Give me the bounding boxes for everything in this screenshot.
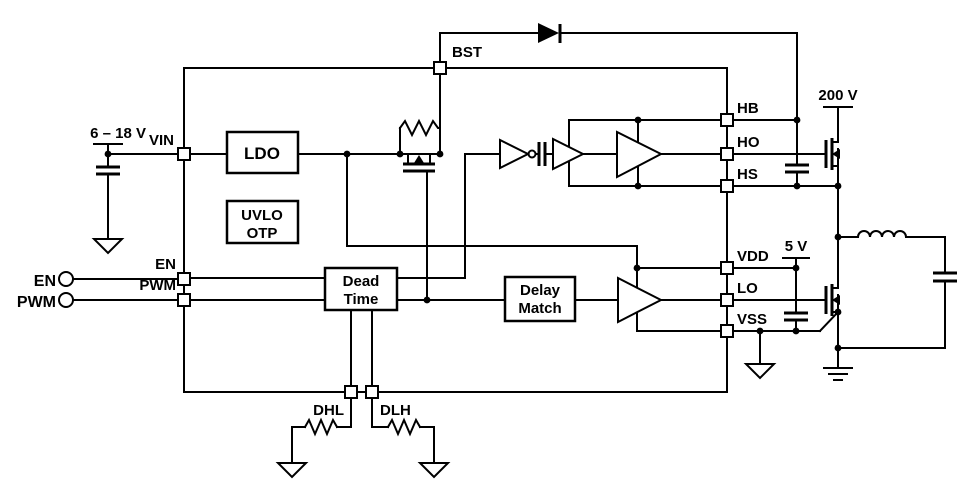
- pin-label-vss: VSS: [737, 311, 767, 328]
- hv-rail-label: 200 V: [818, 87, 857, 104]
- pin-ho: [720, 147, 734, 161]
- vss-branch: [732, 310, 840, 380]
- junction-dot: [834, 182, 842, 190]
- kelvin-source-wire: [818, 310, 840, 333]
- bootstrap-switch: [398, 118, 441, 301]
- dead-label: Dead: [343, 273, 380, 290]
- high-side-level-shifter: [499, 116, 722, 190]
- junction-dot: [634, 182, 642, 190]
- pin-hs: [720, 179, 734, 193]
- pin-lo: [720, 293, 734, 307]
- pin-label-dlh: DLH: [380, 402, 411, 419]
- delay-match-block: Delay Match: [503, 275, 619, 323]
- low-side-driver: [617, 264, 722, 332]
- pin-hb: [720, 113, 734, 127]
- otp-label: OTP: [247, 225, 278, 242]
- resistor-icon: [386, 417, 422, 437]
- wire: [336, 397, 352, 428]
- junction-dot: [792, 264, 800, 272]
- en-terminal-icon: [58, 271, 74, 287]
- bootstrap-diode-branch: BST: [439, 23, 798, 155]
- junction-dot: [793, 116, 801, 124]
- pin-bst: [433, 61, 447, 75]
- pin-label-vin: VIN: [149, 132, 174, 149]
- lo-driver-icon: [617, 276, 664, 324]
- vdd-feed-wire: [346, 153, 638, 269]
- junction-dot: [834, 344, 842, 352]
- pin-label-vdd: VDD: [737, 248, 769, 265]
- pin-label-dhl: DHL: [313, 402, 344, 419]
- low-side-mosfet: [823, 284, 853, 381]
- pin-vss: [720, 324, 734, 338]
- pin-label-bst: BST: [452, 44, 482, 61]
- ground-icon: [91, 238, 125, 255]
- pin-en: [177, 272, 191, 286]
- pin-label-lo: LO: [737, 280, 758, 297]
- uvlo-otp-block: UVLO OTP: [225, 199, 300, 245]
- dhl-branch: [275, 397, 352, 479]
- diode-icon: [538, 23, 559, 43]
- ldo-label: LDO: [244, 144, 280, 163]
- en-input-label: EN: [34, 273, 56, 290]
- junction-dot: [633, 264, 641, 272]
- junction-dot: [634, 116, 642, 124]
- pin-squares: [177, 61, 734, 399]
- pin-pwm: [177, 293, 191, 307]
- pin-label-pwm: PWM: [139, 277, 176, 294]
- inverter-icon: [499, 138, 531, 170]
- pin-label-ho: HO: [737, 134, 760, 151]
- junction-dot: [423, 296, 431, 304]
- junction-dot: [104, 150, 112, 158]
- vin-supply-branch: 6 – 18 V VIN: [90, 125, 179, 255]
- pin-labels-right: HB HO HS VDD LO VSS: [737, 100, 769, 328]
- dead-time-block: Dead Time: [189, 153, 506, 387]
- ldo-output-rail: [297, 150, 638, 269]
- en-pwm-inputs: EN PWM EN PWM: [17, 256, 179, 311]
- uvlo-label: UVLO: [241, 207, 283, 224]
- ic-boundary: [183, 67, 728, 393]
- resistor-icon: [303, 417, 339, 437]
- ho-driver-icon: [616, 130, 664, 179]
- pin-dlh: [365, 385, 379, 399]
- ground-icon: [417, 462, 451, 479]
- ground-icon: [743, 363, 777, 380]
- junction-dot: [343, 150, 351, 158]
- ldo-block: LDO: [225, 130, 300, 175]
- lv-rail-label: 5 V: [785, 238, 808, 255]
- hs-path-wire: [396, 153, 501, 279]
- match-label: Match: [518, 300, 561, 317]
- pin-label-en: EN: [155, 256, 176, 273]
- ground-icon: [275, 462, 309, 479]
- bootstrap-cap-branch: [732, 32, 809, 190]
- time-label: Time: [344, 291, 379, 308]
- output-network: [834, 182, 957, 349]
- inductor-icon: [837, 230, 946, 238]
- delay-label: Delay: [520, 282, 561, 299]
- high-side-mosfet: 200 V: [818, 87, 858, 187]
- wire: [291, 426, 306, 464]
- wire: [371, 397, 389, 428]
- pin-vdd: [720, 261, 734, 275]
- vin-range-label: 6 – 18 V: [90, 125, 146, 142]
- dlh-branch: [371, 397, 451, 479]
- pin-label-hb: HB: [737, 100, 759, 117]
- pwm-input-label: PWM: [17, 294, 56, 311]
- pin-label-hs: HS: [737, 166, 758, 183]
- mosfet-arrow-icon: [414, 155, 424, 163]
- buffer-icon: [552, 137, 586, 171]
- pin-vin: [177, 147, 191, 161]
- pin-dhl: [344, 385, 358, 399]
- vdd-branch: 5 V: [732, 238, 810, 335]
- wire: [419, 426, 435, 464]
- pwm-terminal-icon: [58, 292, 74, 308]
- resistor-icon: [398, 118, 441, 138]
